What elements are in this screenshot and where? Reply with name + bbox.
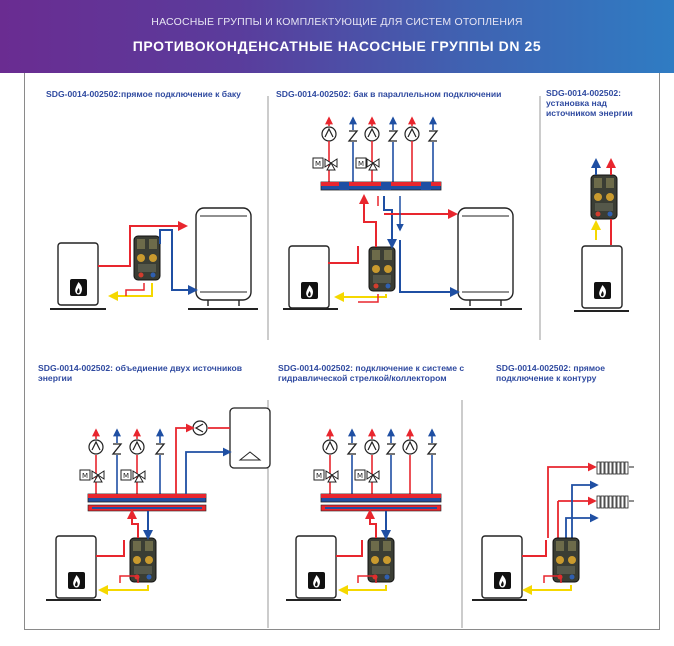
- panel-2-schematic: [283, 116, 522, 310]
- header-subtitle: НАСОСНЫЕ ГРУППЫ И КОМПЛЕКТУЮЩИЕ ДЛЯ СИСТ…: [151, 16, 523, 28]
- panel-4-title-line-1: SDG-0014-002502: объедиение двух источни…: [38, 363, 242, 373]
- pump-symbol-icon: [321, 126, 337, 142]
- motor-icon: [312, 157, 324, 169]
- panel-5-schematic: [286, 428, 442, 601]
- panel-3-title-line-2: установка над: [546, 98, 607, 108]
- panel-1-schematic: [50, 207, 258, 310]
- panel-1-title: SDG-0014-002502:прямое подключение к бак…: [46, 89, 241, 99]
- panel-4-title: SDG-0014-002502: объедиение двух источни…: [38, 363, 242, 383]
- mixing-valve-icon: [324, 158, 338, 171]
- check-valve-icon: [348, 130, 358, 142]
- panel-4-schematic: [46, 407, 271, 601]
- panel-6-title: SDG-0014-002502: прямое подключение к ко…: [496, 363, 605, 383]
- panel-4-title-line-2: энергии: [38, 373, 73, 383]
- panel-5-title-line-2: гидравлической стрелкой/коллектором: [278, 373, 447, 383]
- pump-module-icon: [133, 235, 161, 281]
- panel-6-schematic: [472, 461, 634, 601]
- panel-3-title: SDG-0014-002502: установка над источнико…: [546, 88, 633, 118]
- panel-6-title-line-2: подключение к контуру: [496, 373, 597, 383]
- panel-5-title: SDG-0014-002502: подключение к системе с…: [278, 363, 464, 383]
- panel-3-title-line-1: SDG-0014-002502:: [546, 88, 622, 98]
- panel-5-title-line-1: SDG-0014-002502: подключение к системе с: [278, 363, 465, 373]
- panel-2-title: SDG-0014-002502: бак в параллельном подк…: [276, 89, 502, 99]
- panel-6-title-line-1: SDG-0014-002502: прямое: [496, 363, 606, 373]
- header-title: ПРОТИВОКОНДЕНСАТНЫЕ НАСОСНЫЕ ГРУППЫ DN 2…: [132, 38, 542, 54]
- panel-3-schematic: [574, 158, 629, 312]
- header-banner: НАСОСНЫЕ ГРУППЫ И КОМПЛЕКТУЮЩИЕ ДЛЯ СИСТ…: [0, 0, 674, 73]
- diagram-frame: [24, 73, 660, 630]
- tank-icon: [195, 207, 252, 307]
- panel-3-title-line-3: источником энергии: [546, 108, 633, 118]
- radiator-icon: [596, 461, 629, 475]
- boiler-icon: [57, 242, 99, 306]
